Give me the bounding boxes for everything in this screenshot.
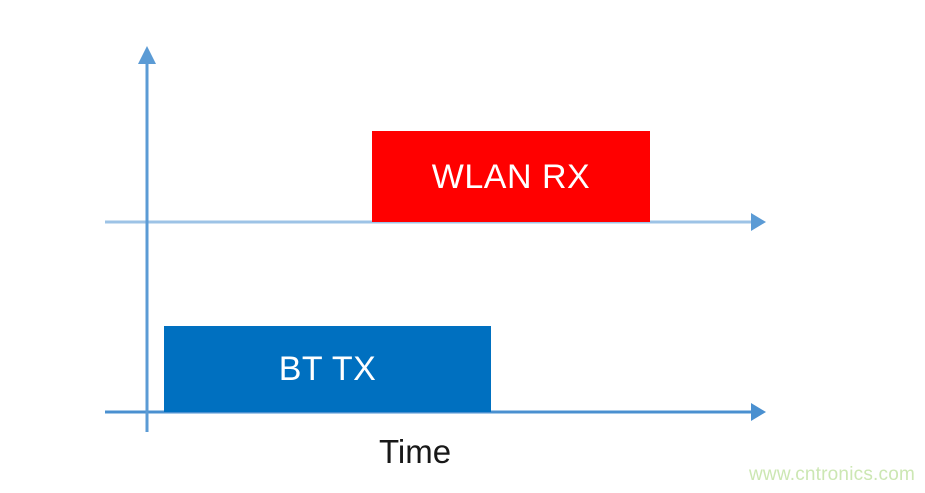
bt-tx-burst-block: BT TX — [164, 326, 491, 412]
time-axis-bottom-arrow-icon — [751, 403, 766, 421]
watermark-text: www.cntronics.com — [749, 464, 915, 485]
vertical-axis-arrow-icon — [138, 46, 156, 64]
time-axis-label: Time — [378, 433, 452, 470]
wlan-rx-label: WLAN RX — [431, 157, 591, 196]
bt-tx-label: BT TX — [278, 350, 377, 388]
wlan-rx-burst-block: WLAN RX — [372, 131, 650, 222]
time-axis-top-arrow-icon — [751, 213, 766, 231]
